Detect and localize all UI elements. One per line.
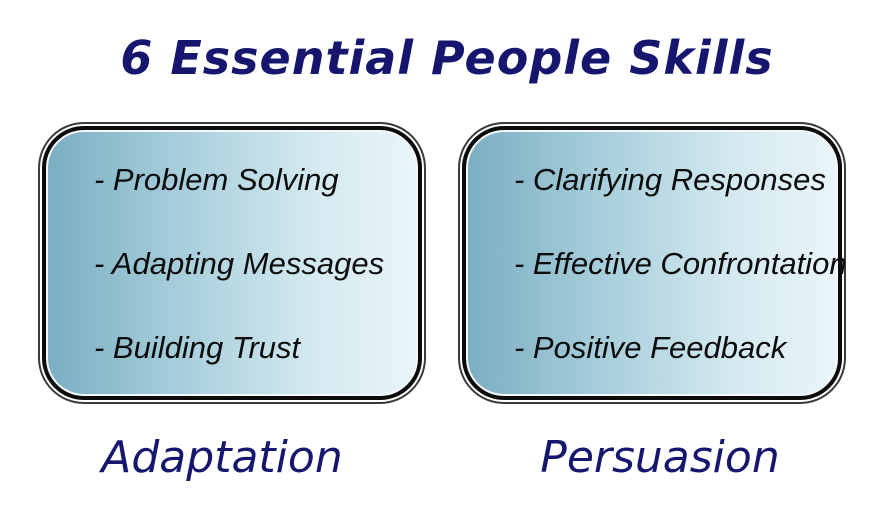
category-label-persuasion: Persuasion (540, 432, 780, 483)
skill-item-problem-solving: - Problem Solving (94, 162, 339, 197)
adaptation-skills-box: - Problem Solving - Adapting Messages - … (42, 126, 422, 400)
persuasion-skills-box: - Clarifying Responses - Effective Confr… (462, 126, 847, 400)
skill-item-effective-confrontation: - Effective Confrontation (514, 246, 847, 281)
skill-item-positive-feedback: - Positive Feedback (514, 330, 787, 365)
skill-item-adapting-messages: - Adapting Messages (94, 246, 385, 281)
adaptation-skill-list: - Problem Solving - Adapting Messages - … (94, 160, 408, 412)
slide-title: 6 Essential People Skills (120, 31, 774, 85)
skill-item-building-trust: - Building Trust (94, 330, 301, 365)
skill-item-clarifying-responses: - Clarifying Responses (514, 162, 826, 197)
category-label-adaptation: Adaptation (101, 432, 343, 483)
persuasion-skill-list: - Clarifying Responses - Effective Confr… (514, 160, 847, 412)
